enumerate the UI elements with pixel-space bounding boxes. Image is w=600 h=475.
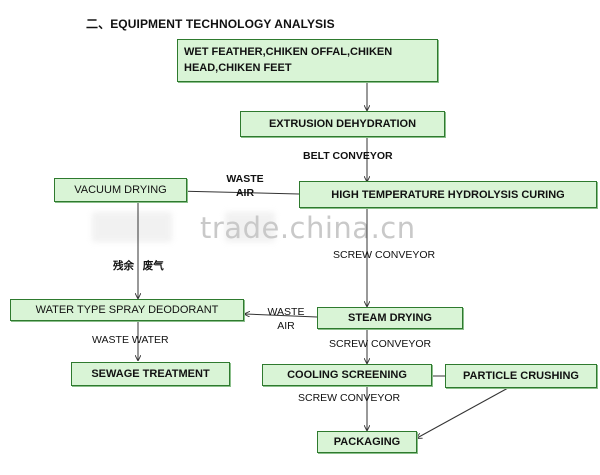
box-steam-drying: STEAM DRYING [317, 307, 463, 329]
label-waste-water: WASTE WATER [92, 334, 169, 346]
arrow-steam-to-spray [245, 314, 318, 318]
box-packaging: PACKAGING [317, 431, 417, 453]
watermark: trade.china.cn [200, 211, 416, 245]
box-hydrolysis-curing: HIGH TEMPERATURE HYDROLYSIS CURING [299, 181, 597, 208]
arrow-crushing-to-packaging [417, 387, 509, 438]
label-waste-air-top: WASTE AIR [222, 172, 268, 200]
label-waste-air-mid: WASTE AIR [263, 305, 309, 333]
label-belt-conveyor: BELT CONVEYOR [303, 150, 393, 162]
box-particle-crushing: PARTICLE CRUSHING [445, 364, 597, 388]
box-sewage-treatment: SEWAGE TREATMENT [71, 362, 230, 386]
box-spray-deodorant: WATER TYPE SPRAY DEODORANT [10, 299, 244, 321]
box-extrusion-dehydration: EXTRUSION DEHYDRATION [240, 111, 445, 137]
arrow-hydrolysis-to-vacuum [175, 191, 300, 195]
label-waste-air-mid-text: WASTE AIR [267, 306, 305, 332]
blurred-region [225, 212, 275, 242]
blurred-region [92, 212, 172, 242]
label-screw-conveyor-3: SCREW CONVEYOR [298, 392, 401, 404]
box-raw-materials: WET FEATHER,CHIKEN OFFAL,CHIKEN HEAD,CHI… [177, 39, 438, 82]
box-vacuum-drying: VACUUM DRYING [54, 178, 187, 202]
label-screw-conveyor-2: SCREW CONVEYOR [329, 338, 432, 350]
label-waste-air-top-text: WASTE AIR [226, 173, 264, 199]
label-screw-conveyor-1: SCREW CONVEYOR [333, 249, 436, 261]
page-title: 二、EQUIPMENT TECHNOLOGY ANALYSIS [86, 17, 335, 31]
box-cooling-screening: COOLING SCREENING [262, 364, 432, 386]
label-residue-waste-gas: 残余 废气 [113, 260, 164, 272]
